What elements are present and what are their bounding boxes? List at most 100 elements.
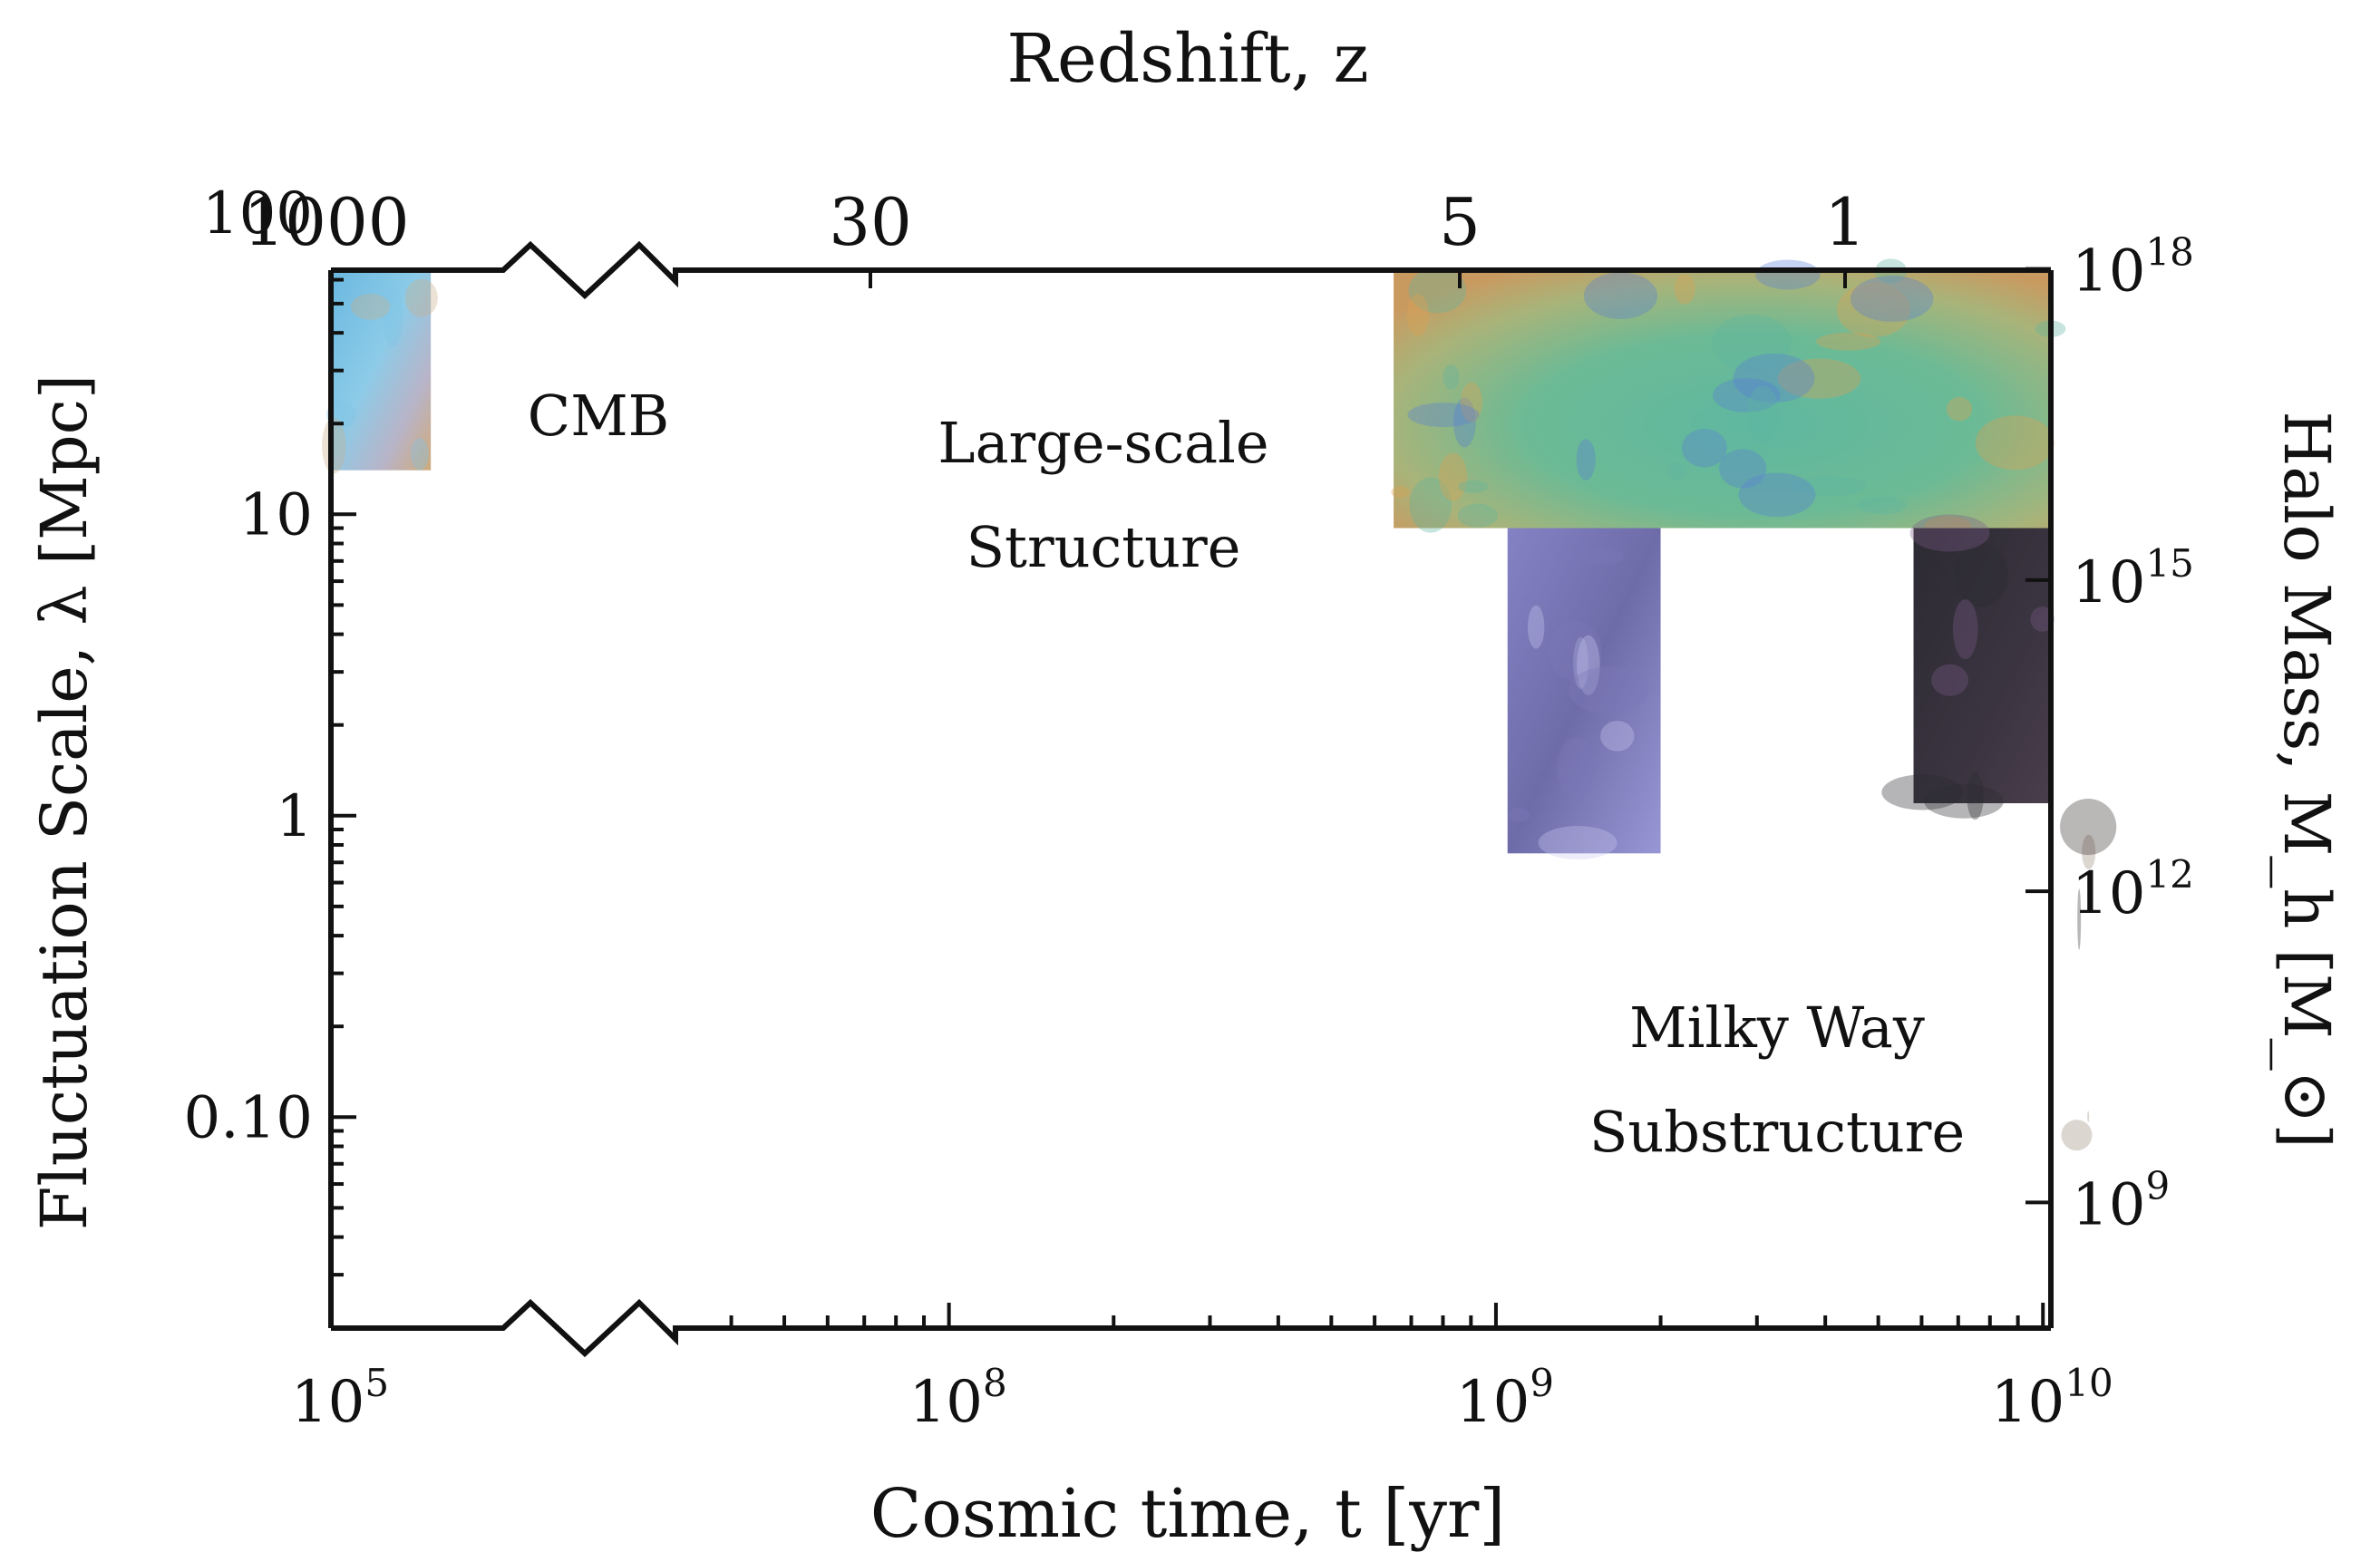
region-texture [1573, 636, 1588, 689]
region-cmb-polarization-map [322, 270, 438, 474]
z-tick-label: 5 [1439, 184, 1481, 260]
region-texture [350, 293, 391, 320]
bottom-axis-spine [331, 1298, 2051, 1358]
region-texture [1975, 415, 2055, 471]
y-tick-label: 10 [239, 481, 313, 548]
region-texture [1408, 267, 1467, 314]
region-texture [1681, 428, 1727, 468]
axis-labels: Cosmic time, t [yr] Redshift, z Fluctuatio… [27, 20, 2344, 1553]
x-tick-label: 108 [909, 1361, 1007, 1436]
halo-mass-tick-label: 1015 [2072, 541, 2194, 616]
region-texture [2087, 1111, 2090, 1123]
region-texture [2082, 834, 2096, 869]
region-texture [1460, 382, 1483, 422]
region-texture [1712, 314, 1792, 372]
z-tick-label: 1 [1824, 184, 1866, 260]
halo-mass-tick-label: 1018 [2072, 230, 2194, 306]
region-texture [1600, 721, 1635, 752]
region-label: Large-scale [937, 410, 1268, 476]
region-rect-cmb-polarization-map [331, 270, 432, 471]
region-texture [1548, 620, 1602, 682]
x-tick-label: 109 [1456, 1361, 1554, 1436]
region-texture [2060, 798, 2117, 856]
z-tick-label: 1000 [243, 184, 409, 260]
halo-mass-tick-label: 109 [2072, 1163, 2170, 1238]
x-tick-label: 1010 [1991, 1361, 2113, 1436]
region-texture [1580, 548, 1626, 565]
region-texture [1438, 452, 1468, 501]
region-texture [1909, 514, 1990, 552]
region-texture [1733, 353, 1815, 403]
region-texture [1816, 332, 1881, 351]
region-texture [1509, 807, 1530, 822]
region-texture [1712, 377, 1781, 412]
region-texture [1967, 771, 1984, 820]
region-images [322, 258, 2117, 1151]
region-texture [322, 417, 346, 474]
x-axis-label-bottom: Cosmic time, t [yr] [870, 1475, 1506, 1553]
region-texture [1528, 605, 1545, 649]
region-texture [1931, 664, 1968, 696]
region-texture [1407, 403, 1480, 428]
region-texture [1952, 599, 1978, 660]
region-label: Milky Way [1629, 994, 1925, 1061]
region-rect-galaxy-deep-field [1913, 528, 2051, 804]
top-axis-spine [331, 240, 2051, 300]
region-texture [1576, 439, 1596, 480]
y-tick-label: 1 [276, 783, 313, 850]
y-tick-label: 100 [202, 180, 313, 247]
region-texture [1577, 635, 1600, 695]
region-texture [1458, 480, 1489, 493]
region-texture [1406, 294, 1429, 336]
region-texture [1777, 358, 1861, 399]
x-axis-label-top: Redshift, z [1006, 20, 1368, 98]
region-texture [1569, 666, 1649, 714]
region-texture [1674, 274, 1695, 305]
region-texture [1755, 259, 1821, 290]
tick-labels: 105 108 109 1010 1000 30 5 1 100 10 1 0.10 1018 1015 1… [184, 180, 2194, 1436]
region-texture [1946, 396, 1973, 422]
region-texture [1836, 283, 1911, 337]
y-axis-label-right: Halo Mass, M_h [M_⊙] [2269, 411, 2344, 1148]
region-texture [1881, 774, 1964, 810]
region-texture [1391, 486, 1410, 499]
region-texture [410, 438, 429, 471]
region-texture [1719, 449, 1767, 489]
region-texture [383, 285, 403, 348]
region-texture [326, 401, 356, 429]
y-axis-label-left: Fluctuation Scale, λ [Mpc] [27, 374, 102, 1230]
halo-mass-tick-label: 1012 [2072, 852, 2194, 927]
region-texture [1443, 364, 1460, 390]
region-texture [2077, 888, 2082, 950]
axes [328, 240, 2054, 1358]
region-texture [1746, 385, 1780, 444]
region-texture [1538, 826, 1617, 859]
region-texture [1792, 476, 1867, 497]
region-galaxy-deep-field [1881, 514, 2055, 820]
region-texture [404, 278, 438, 317]
region-label: Substructure [1589, 1099, 1965, 1165]
region-texture [1738, 472, 1816, 518]
y-tick-label: 0.10 [184, 1084, 314, 1151]
region-texture [1457, 503, 1498, 529]
region-texture [1954, 542, 2008, 606]
z-tick-label: 30 [829, 184, 912, 260]
region-lss-temperature-map [1391, 258, 2066, 538]
region-texture [2061, 1120, 2093, 1151]
region-cosmic-web-filaments [1507, 528, 1661, 859]
region-texture [1452, 397, 1476, 448]
region-milky-way-subhalos [2060, 798, 2117, 1151]
region-texture [1667, 462, 1685, 481]
region-texture [1409, 477, 1452, 533]
x-tick-label: 105 [291, 1361, 389, 1436]
region-texture [1851, 276, 1934, 322]
region-rect-lss-temperature-map [1394, 270, 2051, 529]
region-rect-cosmic-web-filaments [1507, 528, 1661, 854]
region-texture [1557, 737, 1597, 800]
region-texture [1858, 497, 1908, 515]
region-texture [1583, 272, 1658, 319]
region-label: Structure [967, 514, 1241, 580]
region-texture [1924, 784, 2004, 819]
region-label: CMB [528, 383, 669, 449]
